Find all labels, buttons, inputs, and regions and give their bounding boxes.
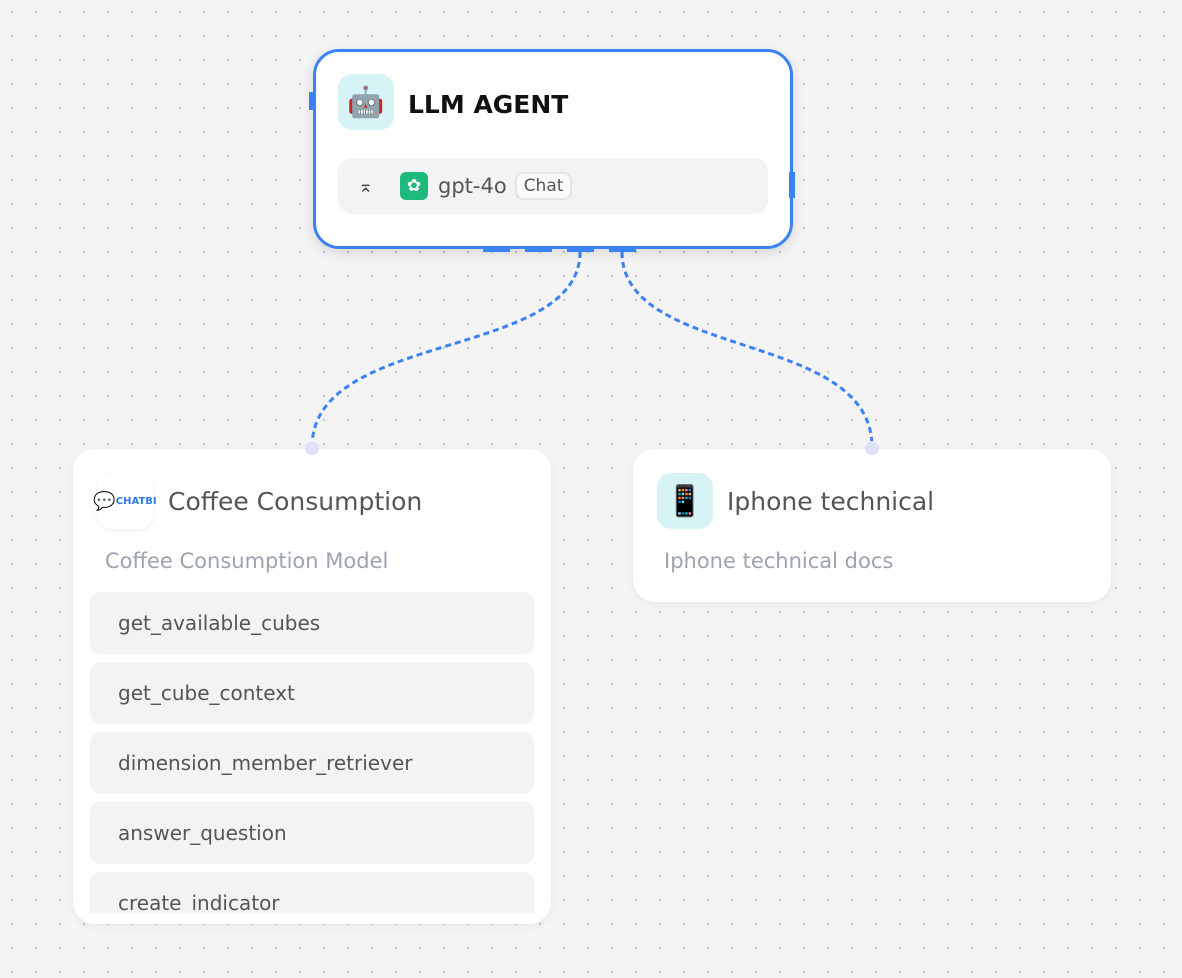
tool-item[interactable]: get_cube_context — [90, 662, 534, 724]
tool-item[interactable]: answer_question — [90, 802, 534, 864]
coffee-consumption-node[interactable]: 💬CHATBI Coffee Consumption Coffee Consum… — [73, 449, 551, 924]
tool-list[interactable]: get_available_cubes get_cube_context dim… — [90, 592, 534, 913]
robot-icon: 🤖 — [338, 74, 394, 130]
model-name: gpt-4o — [438, 174, 507, 198]
node-title: Coffee Consumption — [168, 487, 423, 516]
bottom-handle[interactable] — [525, 247, 552, 252]
edge-iphone[interactable] — [620, 251, 874, 448]
mobile-phone-icon: 📱 — [657, 473, 713, 529]
node-subtitle: Iphone technical docs — [664, 549, 894, 573]
input-handle[interactable] — [309, 92, 315, 110]
tool-item[interactable]: create_indicator — [90, 872, 534, 913]
tool-item[interactable]: get_available_cubes — [90, 592, 534, 654]
model-selector[interactable]: ⌅ ✿ gpt-4o Chat — [338, 158, 768, 214]
chatbi-logo: 💬CHATBI — [93, 473, 157, 529]
collapse-icon[interactable]: ⌅ — [358, 175, 374, 197]
target-handle[interactable] — [305, 441, 319, 455]
node-title: Iphone technical — [727, 487, 935, 516]
iphone-technical-node[interactable]: 📱 Iphone technical Iphone technical docs — [633, 449, 1111, 602]
node-subtitle: Coffee Consumption Model — [105, 549, 389, 573]
bottom-handle[interactable] — [483, 247, 510, 252]
openai-icon: ✿ — [400, 172, 428, 200]
llm-agent-node[interactable]: 🤖 LLM AGENT ⌅ ✿ gpt-4o Chat — [313, 49, 793, 249]
bottom-handle[interactable] — [609, 247, 636, 252]
agent-title: LLM AGENT — [408, 90, 569, 119]
output-handle[interactable] — [789, 172, 795, 198]
model-tag: Chat — [514, 172, 573, 200]
logo-text: CHATBI — [115, 495, 157, 507]
tool-item[interactable]: dimension_member_retriever — [90, 732, 534, 794]
bottom-handle[interactable] — [567, 247, 594, 252]
edge-coffee[interactable] — [310, 251, 582, 448]
target-handle[interactable] — [865, 441, 879, 455]
